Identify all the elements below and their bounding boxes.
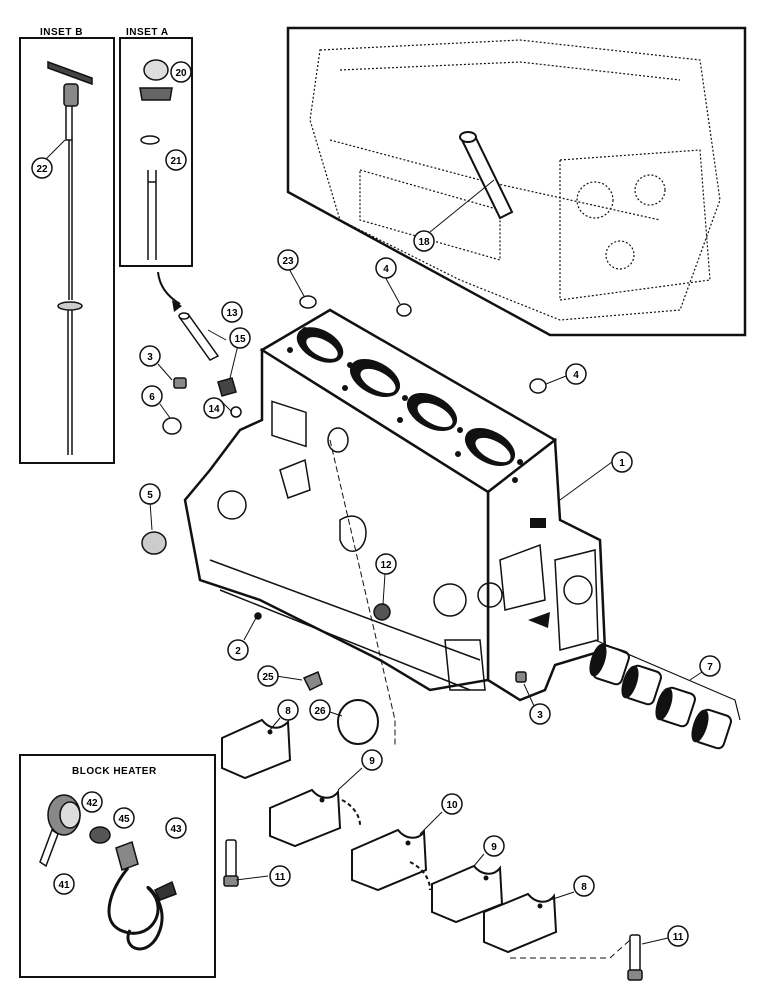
callout-22: 22 [31, 157, 53, 179]
svg-text:4: 4 [383, 264, 389, 275]
svg-text:21: 21 [170, 156, 182, 167]
callout-4-right: 4 [565, 363, 587, 385]
callout-41: 41 [53, 873, 75, 895]
svg-text:11: 11 [275, 872, 286, 883]
svg-text:13: 13 [226, 308, 238, 319]
callout-42: 42 [81, 791, 103, 813]
cam-bushings [589, 639, 741, 750]
leader-lines [149, 266, 703, 945]
svg-text:43: 43 [170, 824, 182, 835]
cover-plate-26 [337, 699, 379, 745]
svg-text:26: 26 [314, 706, 326, 717]
inset-a-title: INSET A [126, 27, 169, 38]
svg-text:3: 3 [147, 352, 153, 363]
callout-26: 26 [309, 699, 331, 721]
svg-text:4: 4 [573, 370, 579, 381]
svg-text:18: 18 [418, 237, 430, 248]
callout-11-right: 11 [667, 925, 689, 947]
callout-12: 12 [375, 553, 397, 575]
arrow-to-tube [157, 271, 181, 305]
block-heater-inset: BLOCK HEATER 42 45 43 41 [19, 754, 216, 978]
callout-3-right: 3 [529, 703, 551, 725]
callout-4-top: 4 [375, 257, 397, 279]
callout-45: 45 [113, 807, 135, 829]
callout-7: 7 [699, 655, 721, 677]
svg-text:7: 7 [707, 662, 713, 673]
callout-23: 23 [277, 249, 299, 271]
callout-5: 5 [139, 483, 161, 505]
callout-43: 43 [165, 817, 187, 839]
svg-text:45: 45 [118, 814, 130, 825]
dipstick-drawing [47, 60, 93, 455]
callout-9-bottom: 9 [483, 835, 505, 857]
svg-text:41: 41 [58, 880, 70, 891]
callout-1: 1 [611, 451, 633, 473]
svg-text:3: 3 [537, 710, 543, 721]
svg-text:6: 6 [149, 392, 155, 403]
svg-text:42: 42 [86, 798, 98, 809]
callout-8-top: 8 [277, 699, 299, 721]
svg-text:22: 22 [36, 164, 48, 175]
cap-bolts [223, 839, 643, 981]
inset-a: INSET A 20 21 [119, 27, 193, 312]
expansion-plugs [141, 295, 547, 683]
inset-b: INSET B 22 [19, 27, 115, 464]
heater-drawing [39, 794, 177, 951]
bearing-caps [221, 718, 558, 954]
callout-2: 2 [227, 639, 249, 661]
block-detail-inset: 18 [286, 26, 747, 337]
block-heater-title: BLOCK HEATER [72, 766, 157, 777]
svg-text:23: 23 [282, 256, 294, 267]
svg-text:25: 25 [262, 672, 274, 683]
svg-text:20: 20 [175, 68, 187, 79]
callout-13: 13 [221, 301, 243, 323]
callout-20: 20 [170, 61, 192, 83]
callout-11-left: 11 [269, 865, 291, 887]
callout-25: 25 [257, 665, 279, 687]
callout-3-left: 3 [139, 345, 161, 367]
inset-b-title: INSET B [40, 27, 83, 38]
svg-text:8: 8 [285, 706, 291, 717]
cylinder-block [178, 308, 607, 745]
svg-text:5: 5 [147, 490, 153, 501]
callout-18: 18 [413, 230, 435, 252]
fill-cap-drawing [139, 59, 173, 260]
callout-21: 21 [165, 149, 187, 171]
svg-text:10: 10 [446, 800, 458, 811]
svg-text:14: 14 [208, 404, 220, 415]
callout-14: 14 [203, 397, 225, 419]
callout-10: 10 [441, 793, 463, 815]
callout-15: 15 [229, 327, 251, 349]
svg-text:15: 15 [234, 334, 246, 345]
callout-6: 6 [141, 385, 163, 407]
svg-text:9: 9 [369, 756, 375, 767]
callout-9-top: 9 [361, 749, 383, 771]
callout-8-bottom: 8 [573, 875, 595, 897]
oil-fitting-25 [302, 670, 323, 692]
svg-text:9: 9 [491, 842, 497, 853]
svg-text:11: 11 [673, 932, 684, 943]
svg-text:8: 8 [581, 882, 587, 893]
svg-text:12: 12 [380, 560, 392, 571]
svg-text:2: 2 [235, 646, 241, 657]
svg-text:1: 1 [619, 458, 625, 469]
